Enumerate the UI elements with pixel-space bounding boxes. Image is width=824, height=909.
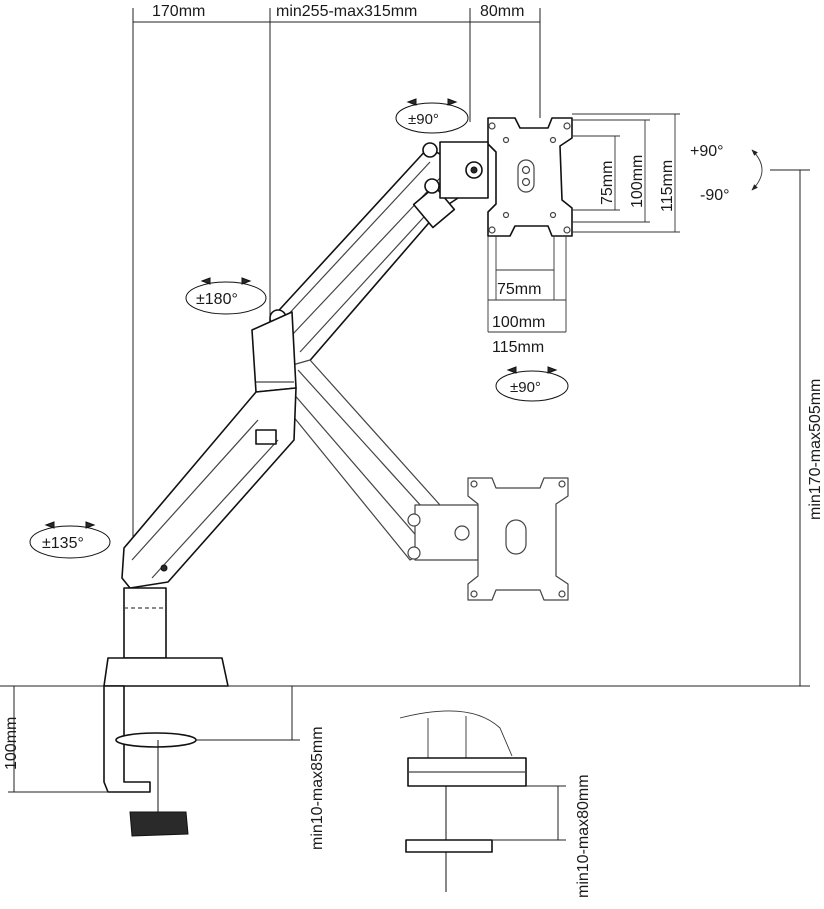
grommet-lower-plate xyxy=(405,839,493,853)
ghost-vesa-hole xyxy=(558,480,566,488)
grommet-pole-curve xyxy=(399,710,513,757)
vesa-hole xyxy=(502,136,510,144)
rotation-arrow-icon xyxy=(506,366,517,374)
clamp-knob xyxy=(129,811,189,837)
pole xyxy=(123,587,167,659)
rotation-arrow-icon xyxy=(547,366,558,374)
ghost-tilt-knob xyxy=(454,525,470,541)
ghost-joint-cap xyxy=(407,546,421,560)
lower-arm-body xyxy=(121,387,297,589)
tilt-knob-center xyxy=(470,166,478,174)
grommet-mount: min10-max80mm xyxy=(399,710,592,898)
head-swivel-label: ±90° xyxy=(408,111,439,128)
vesa-hole xyxy=(488,122,496,130)
lower-arm-edge xyxy=(151,439,279,579)
desk-range-clamp-label: min10-max85mm xyxy=(309,726,326,850)
ghost-vesa-hole xyxy=(470,480,478,488)
rotation-arrow-icon xyxy=(241,277,252,285)
rotation-arrow-icon xyxy=(447,98,458,106)
vesa-plate-top xyxy=(487,117,573,237)
vesa-v-label-100: 100mm xyxy=(629,155,646,208)
tilt-head xyxy=(439,141,489,199)
elbow-housing xyxy=(251,311,297,393)
clamp-dimensions: 100mm min10-max85mm xyxy=(3,686,326,850)
vesa-v-label-75: 75mm xyxy=(599,161,616,205)
clamp-height-label: 100mm xyxy=(3,717,20,770)
upper-arm-top-position xyxy=(269,141,489,373)
vesa-h-label-115: 115mm xyxy=(492,339,544,356)
ghost-vesa-slot xyxy=(505,519,527,555)
vesa-vertical-dimensions: 75mm 100mm 115mm xyxy=(572,113,680,233)
elbow-joint xyxy=(251,311,297,393)
vesa-h-label-75: 75mm xyxy=(497,281,541,298)
clamp-assembly xyxy=(103,657,229,837)
rotation-pill xyxy=(395,102,469,134)
vesa-hole xyxy=(502,211,510,219)
vesa-center-slot xyxy=(517,159,535,193)
ghost-joint-cap xyxy=(407,513,421,527)
dimension-label-arm-reach: min255-max315mm xyxy=(276,3,417,20)
ghost-arm-edge xyxy=(297,369,433,519)
rotation-arrow-icon xyxy=(200,277,211,285)
vesa-center-hole xyxy=(521,165,531,175)
vesa-horizontal-dimensions: 75mm 100mm 115mm xyxy=(487,236,567,356)
ghost-vesa-hole xyxy=(470,590,478,598)
ghost-vesa-hole xyxy=(558,590,566,598)
rotate-label: ±90° xyxy=(510,379,541,396)
clamp-pressure-plate xyxy=(115,732,197,748)
height-dimension: min170-max505mm xyxy=(770,169,824,686)
vesa-hole xyxy=(488,226,496,234)
vesa-hole xyxy=(549,136,557,144)
tilt-arrow-icon xyxy=(751,149,763,191)
rotation-label-head-swivel: ±90° xyxy=(395,98,469,134)
vesa-h-label-100: 100mm xyxy=(492,314,545,331)
rotation-label-rotate: ±90° xyxy=(495,366,569,402)
rotation-pill xyxy=(185,281,267,315)
dimension-label-height: min170-max505mm xyxy=(807,379,824,520)
lower-arm xyxy=(121,387,297,589)
rotation-label-base: ±135° xyxy=(29,521,111,559)
rotation-arrow-icon xyxy=(85,521,96,529)
clamp-top-plate xyxy=(103,657,229,687)
vesa-center-hole xyxy=(521,177,531,187)
rotation-label-elbow: ±180° xyxy=(185,277,267,315)
dimension-label-170: 170mm xyxy=(152,3,205,20)
base-swivel-label: ±135° xyxy=(42,535,84,552)
tilt-indicator: +90° -90° xyxy=(690,143,763,204)
vesa-v-label-115: 115mm xyxy=(659,160,676,212)
joint-cap xyxy=(422,142,438,158)
vesa-hole xyxy=(563,122,571,130)
top-dimension-lines: 170mm min255-max315mm 80mm xyxy=(132,3,541,540)
vesa-hole xyxy=(549,211,557,219)
upper-arm-edge xyxy=(284,161,431,319)
ghost-arm-edge xyxy=(291,391,421,541)
rotation-arrow-icon xyxy=(44,521,55,529)
tilt-down-label: -90° xyxy=(700,187,730,204)
tilt-up-label: +90° xyxy=(690,143,724,160)
lower-arm-edge xyxy=(131,419,259,561)
joint-cap xyxy=(424,178,440,194)
lower-arm-bracket xyxy=(255,429,277,445)
vesa-hole xyxy=(563,226,571,234)
pole-body xyxy=(123,587,167,659)
desk-range-grommet-label: min10-max80mm xyxy=(575,774,592,898)
rotation-pill xyxy=(495,370,569,402)
elbow-swivel-label: ±180° xyxy=(196,291,238,308)
dimension-label-80: 80mm xyxy=(480,3,524,20)
lower-arm-screw xyxy=(160,564,168,572)
rotation-arrow-icon xyxy=(406,98,417,106)
clamp-body xyxy=(103,685,151,793)
rotation-pill xyxy=(29,525,111,559)
